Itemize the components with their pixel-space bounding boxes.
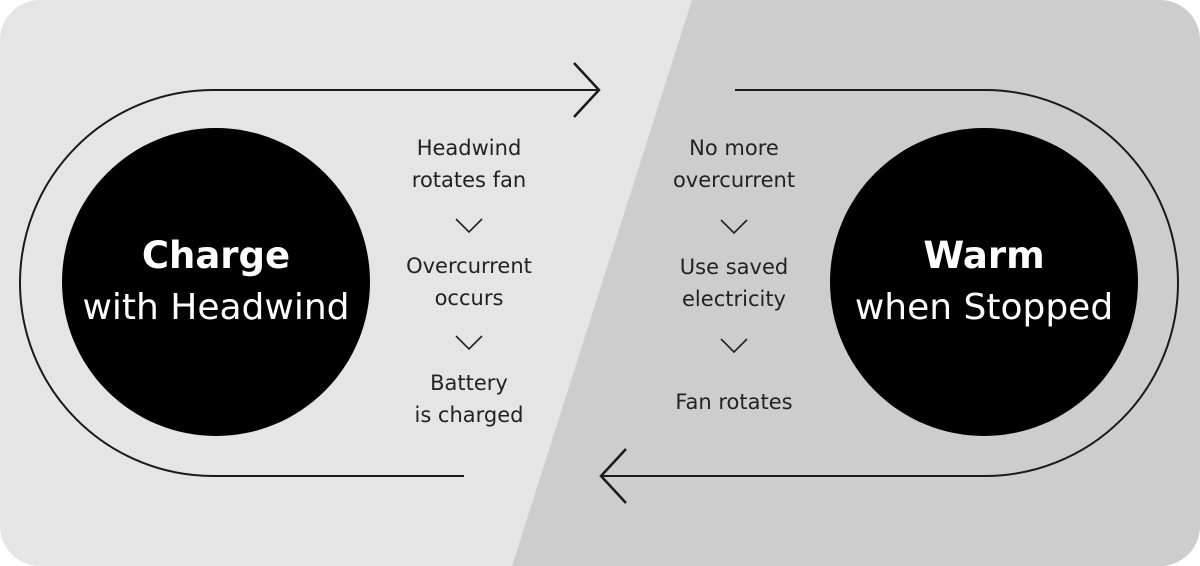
right-title-regular: when Stopped	[854, 287, 1114, 328]
left-step-3-line-1: Battery	[430, 371, 508, 395]
left-circle-title: Charge with Headwind	[62, 230, 370, 334]
chevron-down-icon	[720, 338, 748, 354]
right-step-2-line-2: electricity	[682, 287, 786, 311]
right-title-bold: Warm	[923, 234, 1045, 277]
left-step-1-line-1: Headwind	[416, 136, 522, 160]
left-step-2: Overcurrent occurs	[369, 250, 569, 314]
left-step-2-line-1: Overcurrent	[406, 254, 532, 278]
chevron-down-icon	[720, 219, 748, 235]
right-step-1: No more overcurrent	[634, 132, 834, 196]
right-step-1-line-2: overcurrent	[672, 168, 796, 192]
left-title-bold: Charge	[141, 234, 291, 277]
left-circle	[62, 128, 370, 436]
right-step-2: Use saved electricity	[634, 251, 834, 315]
right-loop-line	[602, 89, 1179, 477]
left-loop-line	[19, 89, 597, 477]
right-step-3: Fan rotates	[634, 386, 834, 418]
chevron-down-icon	[455, 335, 483, 351]
left-step-2-line-2: occurs	[434, 286, 504, 310]
right-circle-title: Warm when Stopped	[830, 230, 1138, 334]
right-step-2-line-1: Use saved	[679, 255, 789, 279]
left-step-1-line-2: rotates fan	[411, 168, 527, 192]
chevron-down-icon	[455, 218, 483, 234]
left-title-regular: with Headwind	[82, 287, 350, 328]
right-step-3-line-1: Fan rotates	[675, 390, 793, 414]
arrow-right-icon	[573, 62, 601, 118]
right-circle	[830, 128, 1138, 436]
arrow-left-icon	[599, 448, 627, 504]
left-step-1: Headwind rotates fan	[369, 132, 569, 196]
left-step-3: Battery is charged	[369, 367, 569, 431]
right-step-1-line-1: No more	[689, 136, 779, 160]
left-step-3-line-2: is charged	[414, 403, 524, 427]
